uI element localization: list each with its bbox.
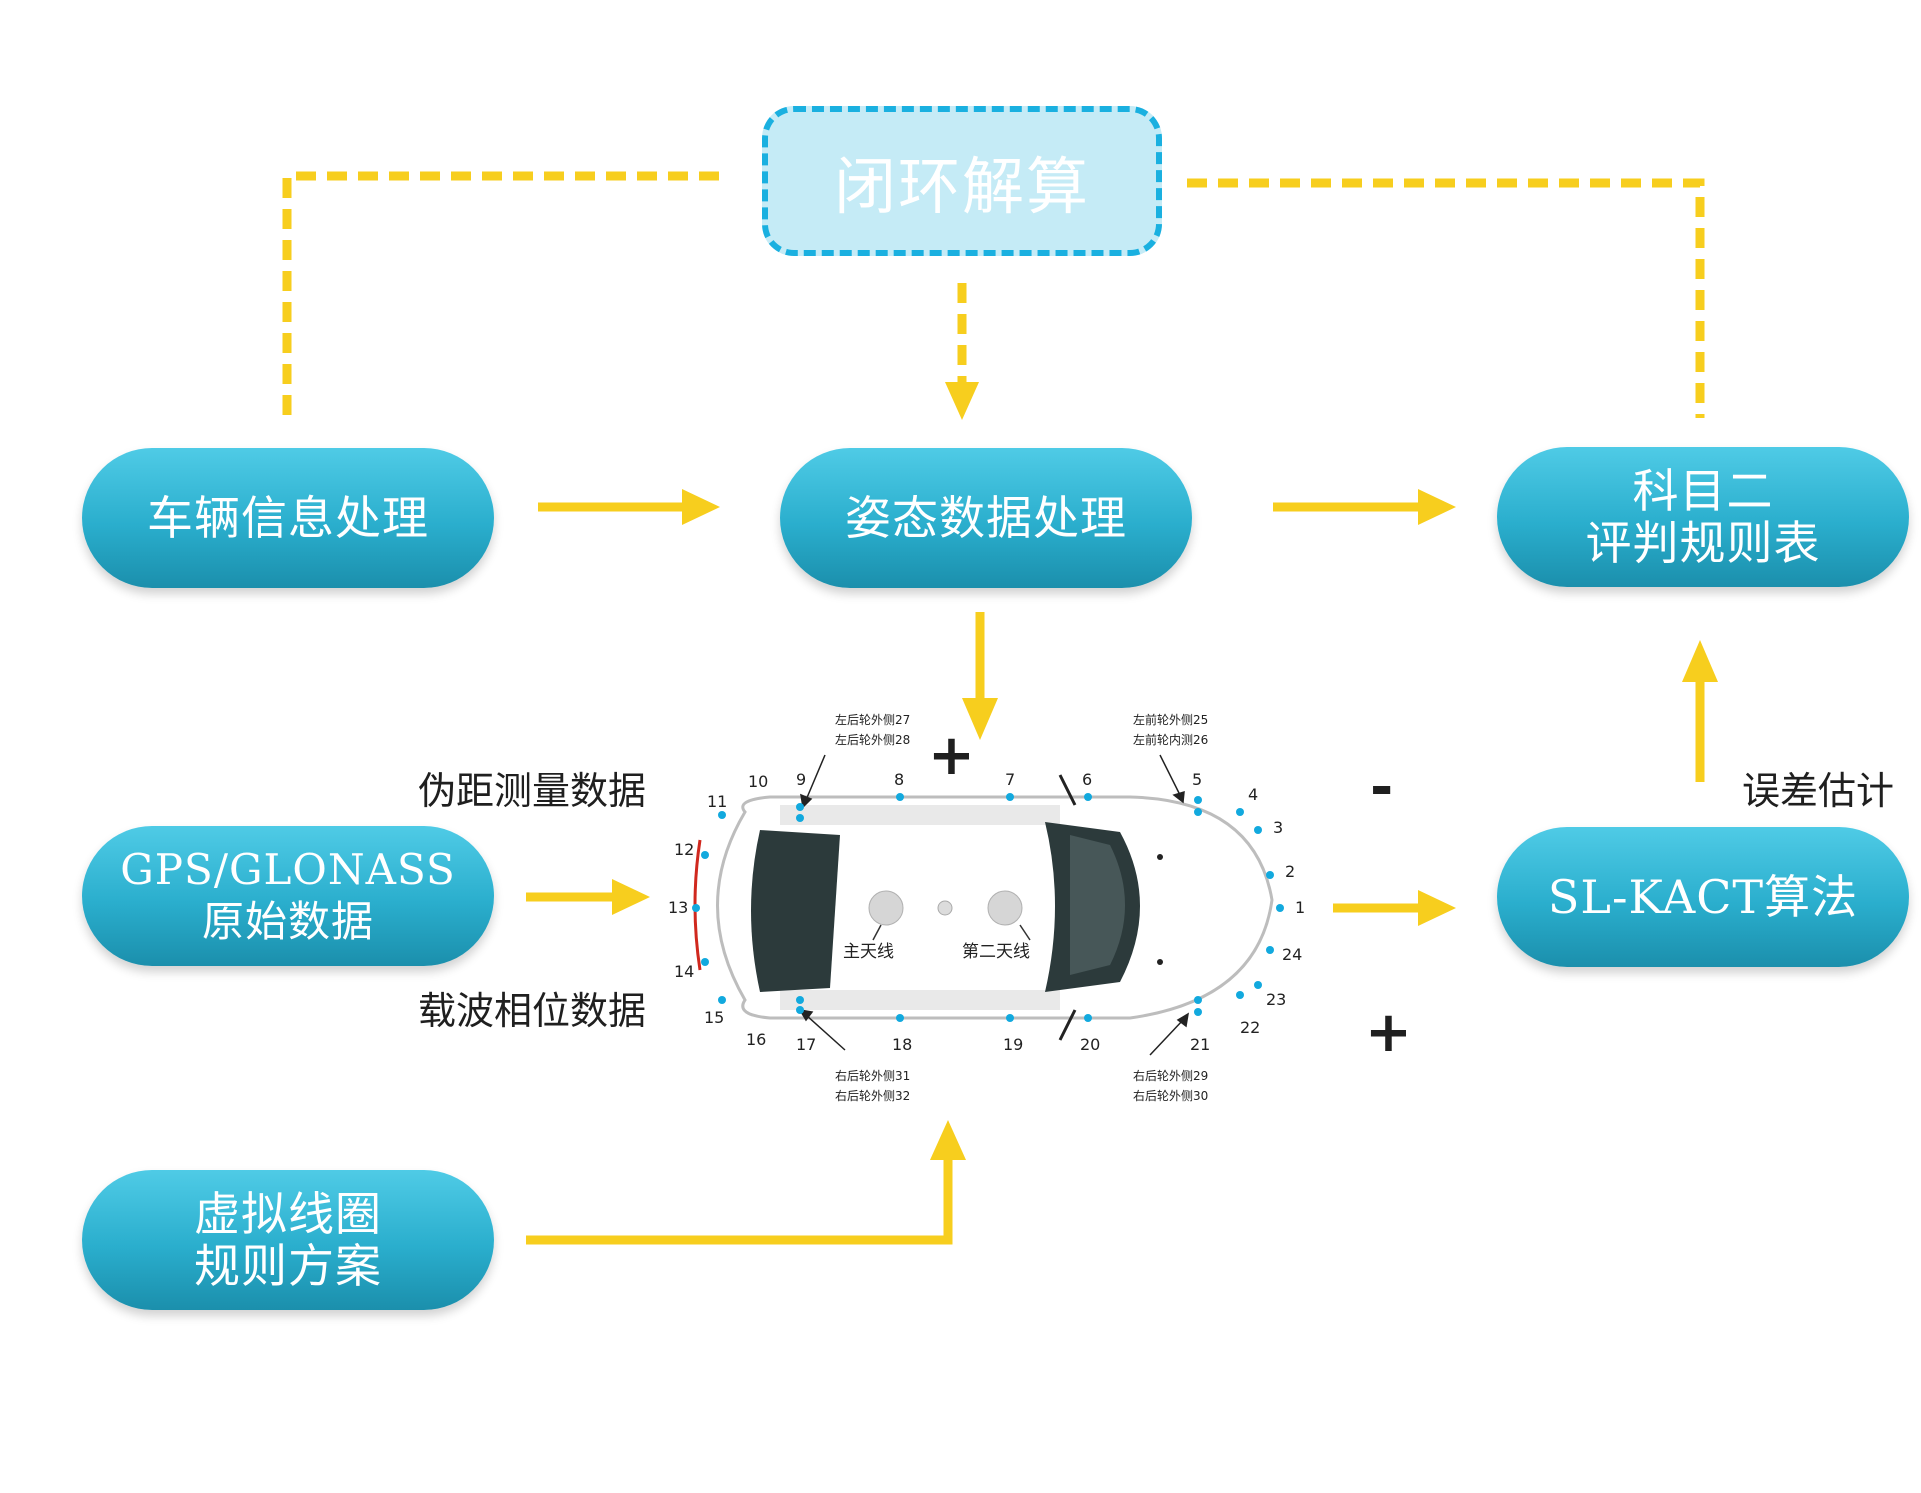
point-number: 17 xyxy=(796,1035,817,1054)
point-number: 10 xyxy=(748,772,769,791)
point-number: 8 xyxy=(894,770,905,789)
note-right-rear-29: 右后轮外侧29 xyxy=(1133,1069,1209,1083)
point-number: 21 xyxy=(1190,1035,1211,1054)
point-number: 19 xyxy=(1003,1035,1024,1054)
note-right-rear-31: 右后轮外侧31 xyxy=(835,1069,911,1083)
loop-down-arrowhead xyxy=(945,382,979,420)
note-left-rear-27: 左后轮外侧27 xyxy=(835,713,911,727)
note-left-rear-28: 左后轮外侧28 xyxy=(835,733,911,747)
car-top-view xyxy=(692,754,1284,1056)
note-left-front-25: 左前轮外侧25 xyxy=(1133,713,1209,727)
point-number: 15 xyxy=(704,1008,725,1027)
point-number: 23 xyxy=(1266,990,1287,1009)
attitude-data-label: 姿态数据处理 xyxy=(845,491,1127,545)
point-number: 13 xyxy=(668,898,689,917)
note-left-front-26: 左前轮内测26 xyxy=(1133,733,1209,747)
point-number: 3 xyxy=(1273,818,1284,837)
point-number: 20 xyxy=(1080,1035,1101,1054)
plus-sign-right: + xyxy=(1365,1000,1412,1065)
virtual-coil-node: 虚拟线圈 规则方案 xyxy=(82,1170,494,1310)
loop-right-dashed xyxy=(1187,178,1705,418)
point-number: 24 xyxy=(1282,945,1303,964)
point-number: 6 xyxy=(1082,770,1093,789)
point-number: 5 xyxy=(1192,770,1203,789)
point-number: 22 xyxy=(1240,1018,1261,1037)
main-antenna-label: 主天线 xyxy=(843,942,894,962)
point-number: 2 xyxy=(1285,862,1296,881)
gnss-line1: GPS/GLONASS xyxy=(120,845,456,894)
algorithm-label: SL-KACT算法 xyxy=(1547,870,1859,924)
point-number: 1 xyxy=(1295,898,1306,917)
plus-sign-top: + xyxy=(928,723,975,788)
gnss-line2: 原始数据 xyxy=(201,897,374,946)
main-antenna xyxy=(868,890,904,926)
minus-sign: - xyxy=(1370,755,1394,820)
rules-table-line1: 科目二 xyxy=(1632,464,1774,518)
point-number: 7 xyxy=(1005,770,1016,789)
pseudorange-label: 伪距测量数据 xyxy=(418,769,647,813)
attitude-data-node: 姿态数据处理 xyxy=(780,448,1192,588)
closed-loop-solve-node: 闭环解算 xyxy=(762,106,1162,256)
vehicle-info-node: 车辆信息处理 xyxy=(82,448,494,588)
carrier-phase-label: 载波相位数据 xyxy=(418,989,647,1033)
closed-loop-label: 闭环解算 xyxy=(833,150,1090,223)
rear-window xyxy=(751,830,840,992)
note-right-rear-30: 右后轮外侧30 xyxy=(1133,1089,1209,1103)
point-number: 16 xyxy=(746,1030,767,1049)
arrow-coil-to-car xyxy=(526,1160,953,1245)
note-right-rear-32: 右后轮外侧32 xyxy=(835,1089,911,1103)
rules-table-line2: 评判规则表 xyxy=(1585,516,1821,570)
point-number: 12 xyxy=(674,840,695,859)
error-estimation-label: 误差估计 xyxy=(1742,769,1895,813)
point-number: 11 xyxy=(707,792,728,811)
second-antenna-label: 第二天线 xyxy=(962,942,1030,962)
virtual-coil-line2: 规则方案 xyxy=(194,1239,382,1293)
loop-left-dashed xyxy=(282,171,719,418)
rules-table-node: 科目二 评判规则表 xyxy=(1497,447,1909,587)
virtual-coil-line1: 虚拟线圈 xyxy=(194,1187,382,1241)
point-number: 18 xyxy=(892,1035,913,1054)
gnss-raw-data-node: GPS/GLONASS 原始数据 xyxy=(82,826,494,966)
second-antenna xyxy=(987,890,1023,926)
point-number: 9 xyxy=(796,770,807,789)
point-number: 14 xyxy=(674,962,695,981)
point-number: 4 xyxy=(1248,785,1259,804)
vehicle-info-label: 车辆信息处理 xyxy=(147,491,429,545)
algorithm-node: SL-KACT算法 xyxy=(1497,827,1909,967)
